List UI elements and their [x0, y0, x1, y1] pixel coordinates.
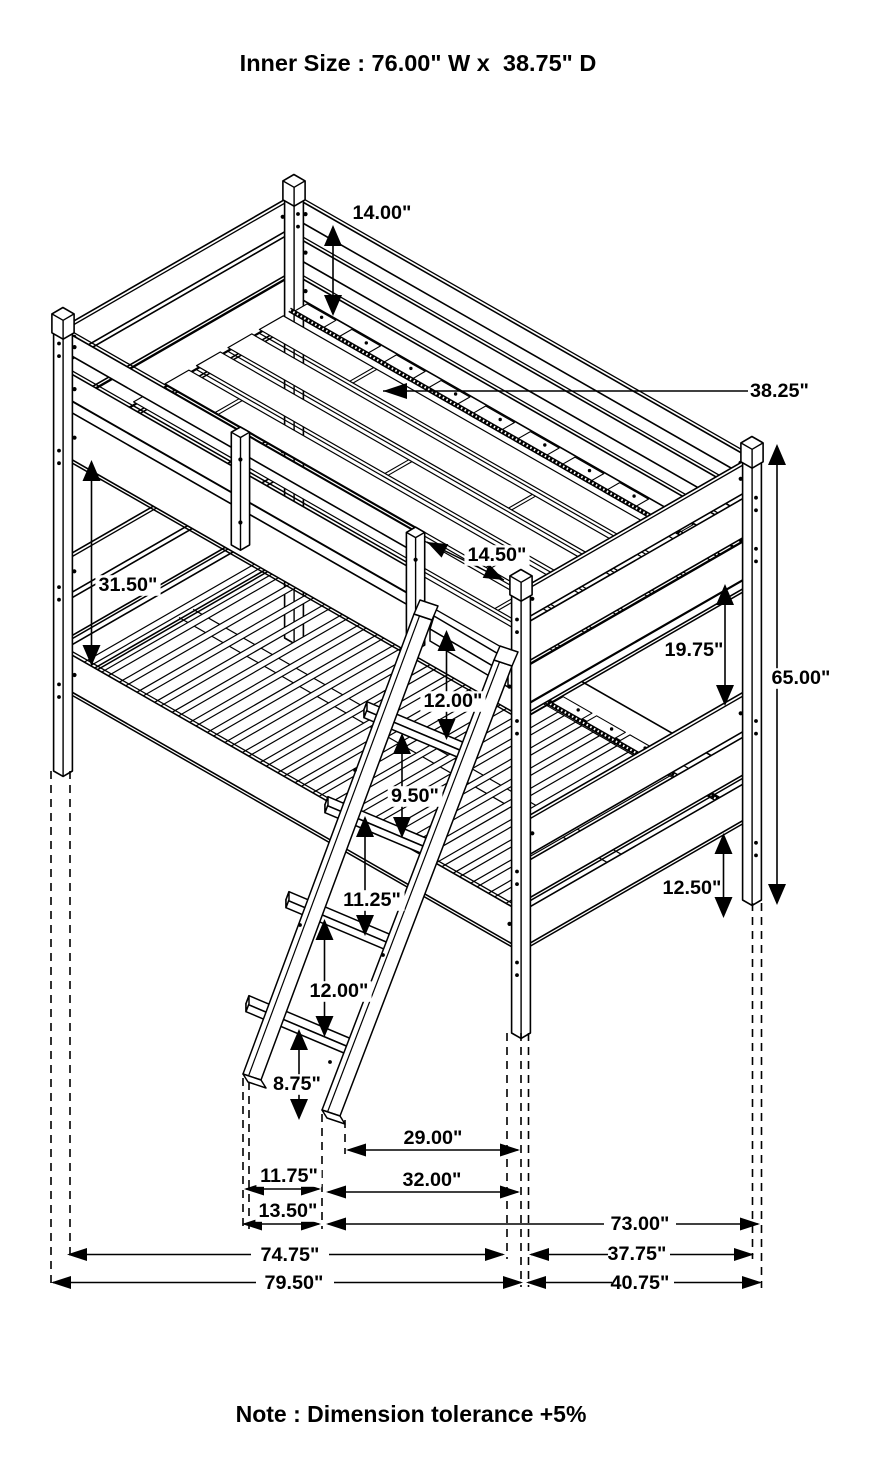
svg-text:12.50": 12.50" [663, 877, 722, 899]
svg-text:14.00": 14.00" [353, 202, 412, 224]
svg-text:11.25": 11.25" [343, 889, 401, 911]
svg-text:13.50": 13.50" [259, 1200, 318, 1222]
svg-text:8.75": 8.75" [273, 1073, 321, 1095]
svg-text:11.75": 11.75" [260, 1165, 318, 1187]
svg-text:79.50": 79.50" [265, 1272, 324, 1294]
svg-text:31.50": 31.50" [99, 574, 158, 596]
svg-text:9.50": 9.50" [391, 785, 439, 807]
svg-text:65.00": 65.00" [772, 667, 831, 689]
svg-text:73.00": 73.00" [611, 1213, 670, 1235]
svg-text:Inner Size : 76.00" W x 38.75: Inner Size : 76.00" W x 38.75" D [240, 50, 597, 76]
svg-text:12.00": 12.00" [310, 980, 369, 1002]
svg-text:19.75": 19.75" [665, 639, 724, 661]
svg-text:12.00": 12.00" [424, 690, 483, 712]
svg-text:74.75": 74.75" [261, 1244, 320, 1266]
svg-text:14.50": 14.50" [468, 544, 527, 566]
svg-text:29.00": 29.00" [404, 1127, 463, 1149]
svg-text:37.75": 37.75" [608, 1243, 667, 1265]
svg-text:38.25": 38.25" [750, 380, 809, 402]
svg-text:40.75": 40.75" [611, 1272, 670, 1294]
svg-text:32.00": 32.00" [403, 1169, 462, 1191]
svg-text:Note : Dimension tolerance +5%: Note : Dimension tolerance +5% [236, 1401, 587, 1427]
